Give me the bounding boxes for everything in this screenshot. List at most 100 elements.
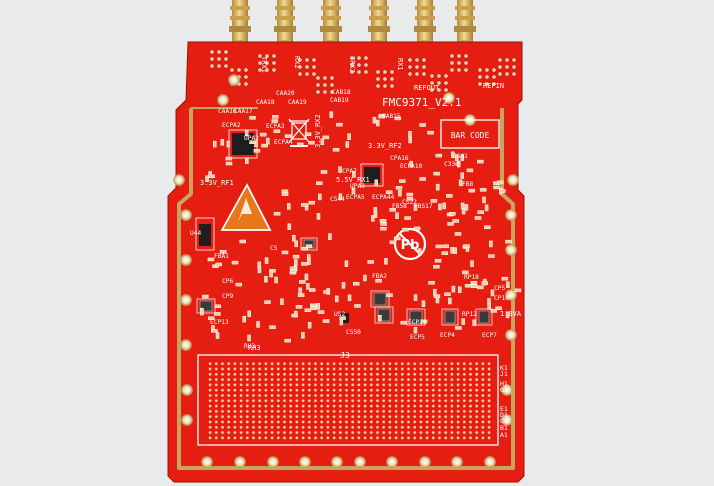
- via: [271, 60, 277, 66]
- via: [407, 71, 413, 77]
- via: [443, 87, 449, 93]
- via: [484, 74, 490, 80]
- ic-u44: [195, 217, 215, 251]
- designator: C336: [444, 161, 459, 168]
- via: [311, 57, 317, 63]
- via: [389, 69, 395, 75]
- via: [271, 67, 277, 73]
- smd-pad: [413, 226, 421, 231]
- smd-pad: [347, 294, 352, 302]
- via: [264, 53, 270, 59]
- via: [257, 53, 263, 59]
- designator: CP5: [494, 285, 505, 292]
- smd-pad: [207, 257, 215, 262]
- via: [456, 60, 462, 66]
- smd-pad: [455, 326, 462, 330]
- smd-pad: [433, 288, 437, 296]
- smd-pad: [501, 276, 509, 281]
- mounting-holes: [173, 74, 519, 468]
- smd-pad: [464, 204, 469, 211]
- via: [491, 81, 497, 87]
- smd-pad: [496, 180, 504, 185]
- smd-pad: [490, 309, 498, 313]
- smd-pad: [448, 297, 452, 305]
- designator: FBS17: [414, 203, 433, 210]
- designator: CS22: [402, 199, 417, 206]
- via: [315, 82, 321, 88]
- via: [491, 67, 497, 73]
- smd-pad: [400, 320, 407, 325]
- smd-pad: [316, 181, 323, 185]
- smd-pad: [488, 254, 495, 258]
- via: [389, 83, 395, 89]
- mounting-hole: [505, 209, 517, 221]
- designator: C544: [330, 196, 345, 203]
- smd-pad: [287, 223, 292, 230]
- via: [407, 64, 413, 70]
- designator: CAA20: [276, 90, 295, 97]
- designator: ECP11: [408, 319, 427, 326]
- designator: CAA18: [256, 99, 275, 106]
- mounting-hole: [443, 92, 455, 104]
- port-label: RX2: [293, 56, 301, 69]
- smd-pad: [247, 334, 251, 342]
- smd-pad: [441, 251, 449, 255]
- smd-pad: [256, 321, 260, 328]
- smd-pad: [372, 116, 377, 124]
- smd-pad: [464, 284, 472, 288]
- via: [389, 76, 395, 82]
- via: [297, 71, 303, 77]
- smd-pad: [323, 290, 330, 294]
- smd-pad: [363, 274, 367, 282]
- mounting-hole: [228, 74, 240, 86]
- smd-pad: [281, 192, 289, 196]
- via: [329, 89, 335, 95]
- smd-pad: [339, 318, 344, 326]
- designator: CS41: [453, 153, 468, 160]
- rail-label: 1.8VA: [500, 310, 522, 318]
- smd-pad: [308, 140, 315, 145]
- smd-pad: [408, 136, 412, 144]
- via: [429, 87, 435, 93]
- via: [363, 69, 369, 75]
- smd-pad: [307, 258, 311, 265]
- designator: ECPA2: [222, 122, 241, 129]
- smd-pad: [328, 233, 332, 240]
- smd-pad: [298, 287, 302, 295]
- smd-pad: [398, 189, 402, 197]
- smd-pad: [305, 244, 313, 248]
- smd-pad: [378, 314, 382, 322]
- board-frame: [177, 108, 515, 470]
- smd-pad: [451, 151, 455, 159]
- smd-pad: [231, 260, 239, 265]
- smd-pad: [375, 279, 382, 283]
- port-label: REFIN: [483, 82, 504, 90]
- smd-pad: [452, 219, 459, 223]
- via: [209, 63, 215, 69]
- smd-pad: [317, 310, 325, 314]
- smd-pad: [409, 160, 413, 168]
- mounting-hole: [505, 289, 517, 301]
- smd-pad: [395, 212, 399, 219]
- designator: UPA3: [350, 183, 365, 190]
- via: [297, 57, 303, 63]
- smd-pad: [406, 192, 414, 197]
- smd-pad: [495, 306, 502, 311]
- fmc-connector-pads: [207, 361, 492, 440]
- via: [209, 49, 215, 55]
- designator: CAB18: [332, 89, 351, 96]
- smd-pad: [352, 282, 360, 286]
- smd-pad: [461, 270, 469, 275]
- designator: RP12: [462, 311, 477, 318]
- designator: FB8: [462, 181, 473, 188]
- via: [504, 71, 510, 77]
- wheelie-bin-icon: [288, 118, 310, 147]
- designator: CAB19: [330, 97, 349, 104]
- sma-connector: [274, 0, 296, 48]
- smd-pad: [434, 259, 442, 263]
- smd-pad: [264, 257, 269, 264]
- designator: FBA1: [214, 253, 229, 260]
- rail-label: 3.3V_RF1: [200, 179, 234, 187]
- via: [477, 74, 483, 80]
